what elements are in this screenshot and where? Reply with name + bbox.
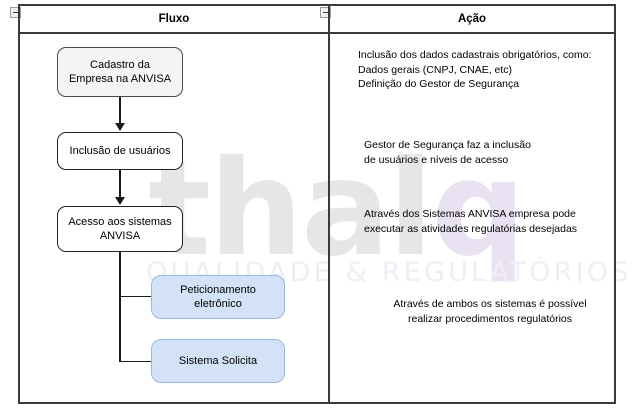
action-text-sistemas: Através de ambos os sistemas é possível … bbox=[393, 298, 587, 325]
connector-acesso-branch-trunk bbox=[119, 252, 121, 362]
flow-table: Fluxo Ação bbox=[18, 4, 616, 404]
flow-node-sistema-solicita[interactable]: Sistema Solicita bbox=[151, 339, 285, 383]
connector-cadastro-to-inclusao bbox=[119, 97, 121, 124]
action-text-inclusao: Gestor de Segurança faz a inclusão de us… bbox=[364, 139, 531, 166]
flow-node-inclusao-usuarios[interactable]: Inclusão de usuários bbox=[57, 132, 183, 170]
column-header-fluxo: Fluxo bbox=[20, 6, 328, 32]
arrowhead-to-acesso bbox=[115, 197, 125, 205]
arrowhead-to-inclusao bbox=[115, 123, 125, 131]
column-header-acao: Ação bbox=[330, 6, 614, 32]
column-divider bbox=[328, 6, 330, 402]
flow-node-acesso-sistemas[interactable]: Acesso aos sistemas ANVISA bbox=[57, 206, 183, 252]
connector-inclusao-to-acesso bbox=[119, 170, 121, 198]
action-text-cadastro: Inclusão dos dados cadastrais obrigatóri… bbox=[358, 49, 592, 90]
collapse-minus-box-icon-fluxo[interactable] bbox=[10, 7, 21, 18]
action-text-acesso: Através dos Sistemas ANVISA empresa pode… bbox=[364, 208, 578, 235]
flow-node-cadastro[interactable]: Cadastro da Empresa na ANVISA bbox=[57, 47, 183, 97]
connector-branch-to-solicita bbox=[119, 360, 152, 363]
header-divider bbox=[20, 32, 614, 34]
connector-branch-to-peticionamento bbox=[119, 295, 152, 298]
collapse-minus-box-icon-acao[interactable] bbox=[320, 7, 331, 18]
column-header-fluxo-label: Fluxo bbox=[158, 13, 190, 25]
column-header-acao-label: Ação bbox=[457, 13, 487, 25]
flow-node-peticionamento-eletronico[interactable]: Peticionamento eletrônico bbox=[151, 275, 285, 319]
